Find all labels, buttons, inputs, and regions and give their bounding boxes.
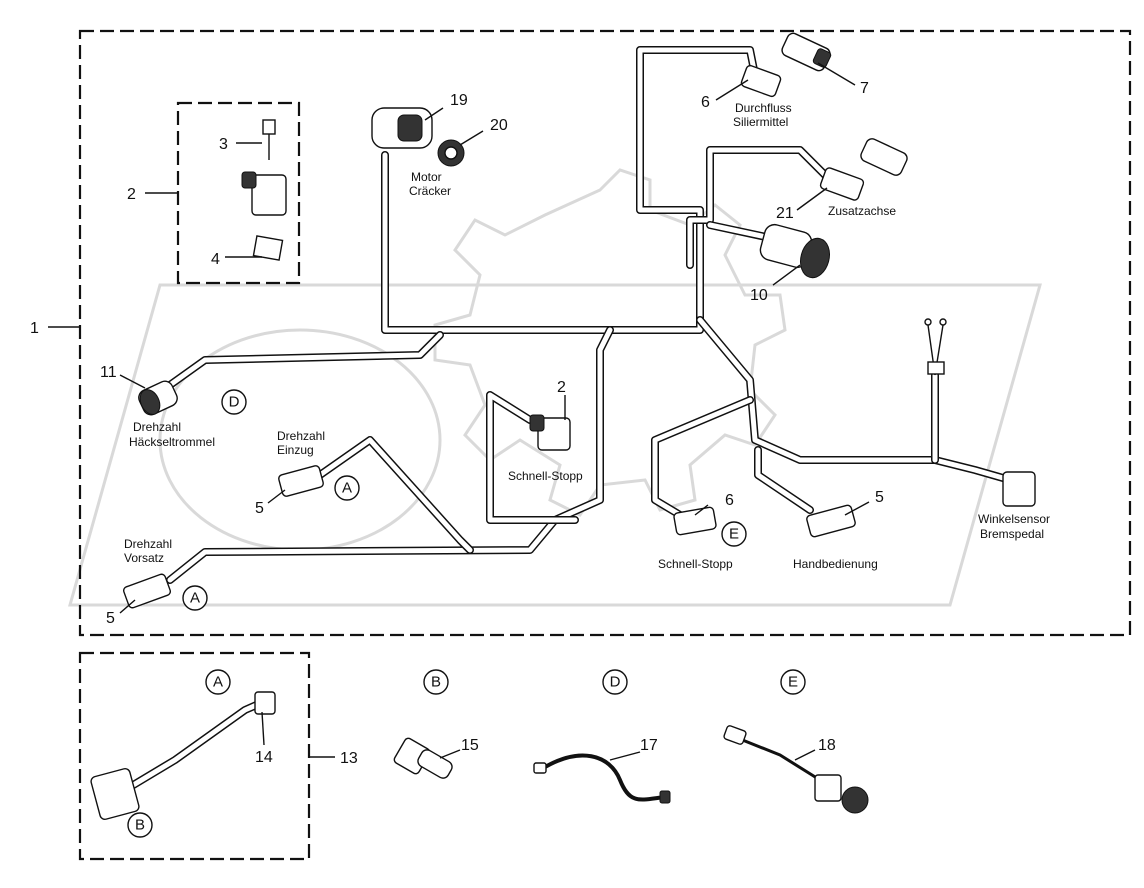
connector-10: [759, 223, 830, 279]
connector-11: [138, 380, 178, 416]
label-winkelsensor: Winkelsensor: [978, 512, 1050, 526]
label-drehzahl-3: Drehzahl: [124, 537, 172, 551]
connector-20: [437, 139, 465, 167]
adapter-kit-box: [78, 651, 311, 861]
connector-7: [781, 32, 832, 72]
label-zusatzachse: Zusatzachse: [828, 204, 896, 218]
callout-5-einzug: 5: [255, 500, 264, 517]
marker-d-main: D: [221, 389, 247, 415]
callout-20: 20: [490, 117, 508, 134]
label-drehzahl-1: Drehzahl: [133, 420, 181, 434]
callout-17: 17: [640, 737, 658, 754]
marker-a-einzug: A: [334, 475, 360, 501]
label-haeckseltrommel: Häckseltrommel: [129, 435, 215, 449]
connector-winkelsensor: [924, 318, 1036, 507]
svg-text:B: B: [135, 817, 145, 834]
valve-plug-2: [241, 171, 287, 216]
svg-text:A: A: [190, 590, 200, 607]
callout-15: 15: [461, 737, 479, 754]
connector-vorsatz: [122, 573, 172, 609]
harness-cable: [166, 46, 1014, 584]
label-bremspedal: Bremspedal: [980, 527, 1044, 541]
callout-21: 21: [776, 205, 794, 222]
callout-7: 7: [860, 80, 869, 97]
marker-a-kit: A: [205, 669, 231, 695]
svg-text:E: E: [729, 526, 739, 543]
sensor-18: [723, 725, 869, 814]
callout-19: 19: [450, 92, 468, 109]
plug-15: [393, 737, 453, 779]
connector-5-handbedienung: [806, 504, 856, 538]
callout-5-vorsatz: 5: [106, 610, 115, 627]
svg-text:B: B: [431, 674, 441, 691]
label-schnellstopp-1: Schnell-Stopp: [508, 469, 583, 483]
callout-13: 13: [340, 750, 358, 767]
label-schnellstopp-2: Schnell-Stopp: [658, 557, 733, 571]
adapter-cable-14: [90, 691, 276, 821]
connector-einzug: [278, 465, 324, 497]
marker-b-kit: B: [127, 812, 153, 838]
marker-b-part: B: [423, 669, 449, 695]
connector-6-schnellstopp: [673, 506, 717, 536]
callout-4: 4: [211, 251, 220, 268]
connector-6-top: [740, 64, 782, 98]
label-siliermittel: Siliermittel: [733, 115, 788, 129]
main-harness-box: [78, 29, 1132, 637]
marker-d-part: D: [602, 669, 628, 695]
label-durchfluss: Durchfluss: [735, 101, 792, 115]
watermark-logo: [68, 168, 1042, 607]
seal-4: [252, 235, 284, 261]
callout-10: 10: [750, 287, 768, 304]
callout-2-kit: 2: [127, 186, 136, 203]
marker-a-vorsatz: A: [182, 585, 208, 611]
connector-19: [371, 107, 433, 149]
bolt-3: [262, 119, 276, 160]
svg-text:A: A: [342, 480, 352, 497]
leader-lines: [48, 62, 870, 761]
callout-1: 1: [30, 320, 39, 337]
callout-11: 11: [100, 364, 117, 381]
callout-14: 14: [255, 749, 273, 766]
label-drehzahl-2: Drehzahl: [277, 429, 325, 443]
marker-e-part: E: [780, 669, 806, 695]
callout-6-top: 6: [701, 94, 710, 111]
label-vorsatz: Vorsatz: [124, 551, 164, 565]
svg-text:D: D: [610, 674, 621, 691]
label-cracker: Cräcker: [409, 184, 451, 198]
callout-5-handbedienung: 5: [875, 489, 884, 506]
svg-text:D: D: [229, 394, 240, 411]
label-einzug: Einzug: [277, 443, 314, 457]
marker-e-main: E: [721, 521, 747, 547]
connector-zusatzachse: [819, 138, 908, 201]
cable-17: [533, 753, 671, 804]
label-motor: Motor: [411, 170, 442, 184]
callout-18: 18: [818, 737, 836, 754]
svg-text:A: A: [213, 674, 223, 691]
svg-text:E: E: [788, 674, 798, 691]
callout-2-schnellstopp: 2: [557, 379, 566, 396]
callout-6-schnellstopp: 6: [725, 492, 734, 509]
callout-3: 3: [219, 136, 228, 153]
label-handbedienung: Handbedienung: [793, 557, 878, 571]
connector-schnellstopp-2: [529, 414, 571, 451]
